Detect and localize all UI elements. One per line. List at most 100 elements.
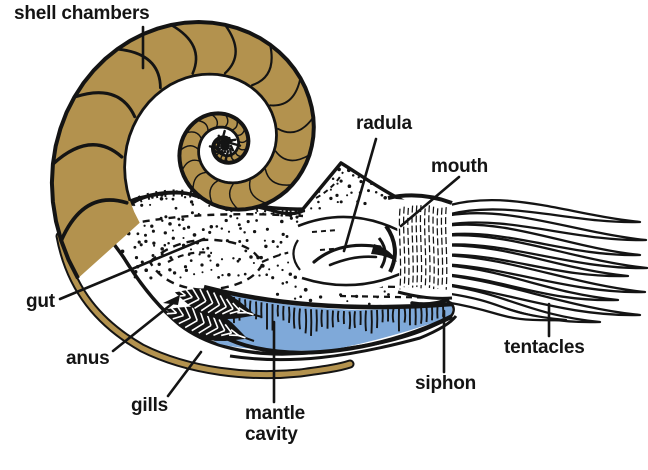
stipple-dot <box>168 222 172 226</box>
stipple-dot <box>318 207 321 210</box>
stipple-dot <box>244 249 248 253</box>
stipple-dot <box>238 240 242 243</box>
stipple-dot <box>150 224 154 228</box>
mantle-hatch <box>420 307 423 324</box>
shell-septum <box>59 198 129 243</box>
stipple-dot <box>200 263 204 267</box>
shell-hub <box>220 141 230 151</box>
stipple-dot <box>294 285 297 288</box>
stipple-dot <box>337 167 341 172</box>
shell-septum <box>264 168 294 186</box>
stipple-dot <box>295 220 299 223</box>
stipple-dot <box>329 196 333 201</box>
stipple-dot <box>134 256 139 260</box>
radula-hook <box>312 243 382 264</box>
stipple-dot <box>193 273 196 276</box>
stipple-dot <box>271 276 275 280</box>
stipple-dot <box>189 200 194 204</box>
stipple-dot <box>346 300 349 303</box>
leader-mouth <box>399 175 461 228</box>
stipple-dot <box>207 254 211 258</box>
head-hood <box>387 193 453 300</box>
stipple-dot <box>238 257 241 261</box>
stipple-dot <box>383 196 387 200</box>
stipple-dot <box>243 231 246 234</box>
stipple-dot <box>179 276 182 279</box>
head-hatch-lines <box>398 205 448 290</box>
stipple-dot <box>264 244 268 249</box>
stipple-dot <box>217 275 221 279</box>
stipple-dot <box>281 268 284 272</box>
stipple-dot <box>383 290 386 293</box>
stipple-dot <box>201 271 204 274</box>
shell-septum <box>223 23 237 75</box>
tentacles-illustration <box>446 199 648 324</box>
mantle-hatch <box>336 310 340 323</box>
stipple-dot <box>339 179 343 183</box>
stipple-dot <box>265 273 268 276</box>
mantle-hatch <box>320 309 323 328</box>
stipple-dot <box>317 200 320 204</box>
tentacle <box>446 223 642 257</box>
stipple-dot <box>351 174 355 177</box>
shell-septum <box>228 183 240 211</box>
mantle-hatch <box>353 311 356 329</box>
stipple-dot <box>357 176 360 179</box>
stipple-dot <box>279 240 283 244</box>
stipple-dot <box>198 253 201 256</box>
stipple-dot <box>160 247 164 251</box>
stipple-dot <box>209 224 214 229</box>
stipple-dot <box>258 274 261 277</box>
stipple-dot <box>239 227 242 230</box>
stipple-dot <box>243 272 247 276</box>
stipple-dot <box>254 211 258 214</box>
stipple-dot <box>144 239 148 244</box>
head-hatch <box>440 207 444 287</box>
label-shell-chambers: shell chambers <box>14 3 150 24</box>
tentacle <box>446 212 648 242</box>
shell-septum <box>269 77 302 107</box>
stipple-dot <box>236 259 240 263</box>
stipple-dot <box>370 182 373 185</box>
shell-septum <box>51 143 124 166</box>
beak <box>384 224 397 273</box>
shell-septum <box>169 23 198 75</box>
head-hatch <box>411 205 414 288</box>
stipple-dot <box>293 275 298 280</box>
head-hatch <box>402 206 406 288</box>
stipple-dot <box>159 197 164 201</box>
shell-septum <box>274 150 311 162</box>
stipple-dot <box>367 189 370 193</box>
label-mouth: mouth <box>431 156 489 177</box>
stipple-dot <box>252 229 257 234</box>
hood-top-edge <box>387 193 453 205</box>
mantle-hatch <box>292 307 296 329</box>
stipple-dot <box>157 262 161 266</box>
stipple-dot <box>339 200 343 204</box>
stipple-dot <box>192 233 197 237</box>
stipple-dot <box>276 245 279 248</box>
stipple-dot <box>252 261 255 265</box>
label-tentacles: tentacles <box>504 337 585 358</box>
stipple-dot <box>178 223 181 227</box>
stipple-dot <box>182 227 186 231</box>
stipple-dot <box>367 302 371 306</box>
stipple-dot <box>263 239 266 242</box>
stipple-dot <box>220 227 223 230</box>
stipple-dot <box>171 229 174 232</box>
head-hatch <box>398 208 402 290</box>
mantle-hatch <box>304 308 308 334</box>
leader-anus <box>111 301 175 353</box>
stipple-dot <box>236 217 239 220</box>
stipple-dot <box>281 232 285 237</box>
stipple-dot <box>144 233 147 237</box>
stipple-dot <box>183 196 187 199</box>
stipple-dot <box>172 271 177 275</box>
stipple-dot <box>189 259 193 262</box>
stipple-dot <box>143 224 146 227</box>
leader-radula <box>342 137 378 253</box>
label-radula: radula <box>356 113 412 134</box>
stipple-dot <box>350 191 353 194</box>
stipple-dot <box>140 260 144 264</box>
buccal-mass <box>288 205 412 293</box>
